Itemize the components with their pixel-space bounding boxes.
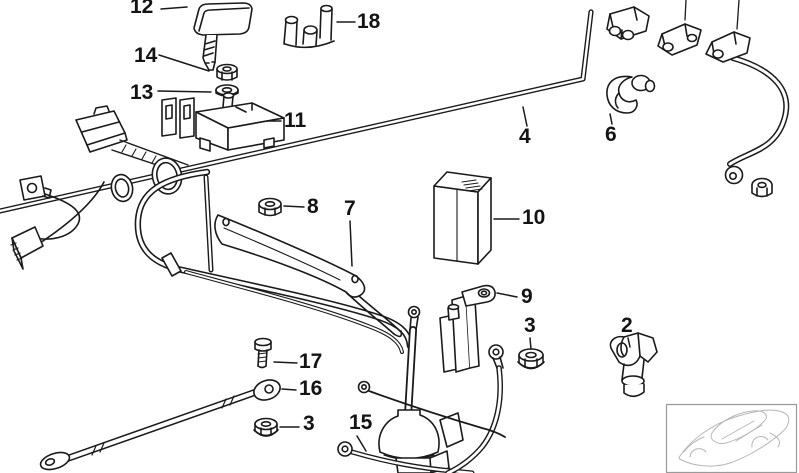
callout-10: 10 [522, 206, 546, 229]
diagnostic-connector [75, 105, 128, 153]
battery-terminal-clamp-c-with-cable [705, 0, 790, 198]
hex-nut-3-left [253, 417, 279, 437]
battery-lead-rod [0, 9, 594, 214]
callout-17: 17 [299, 350, 323, 373]
fuse-holder-block [161, 92, 285, 152]
hex-nut-8 [258, 197, 282, 217]
callout-18: 18 [357, 10, 381, 33]
grommet-small [110, 173, 134, 203]
mounting-bracket [439, 284, 496, 373]
ground-strap [39, 379, 281, 471]
sense-wire [357, 380, 506, 438]
negative-cable-right [445, 344, 504, 473]
multi-pin-plug [10, 226, 44, 270]
callout-7: 7 [344, 197, 356, 220]
fuse-strip-leg [202, 34, 218, 71]
car-inset [665, 403, 798, 473]
callout-8: 8 [307, 195, 319, 218]
battery-terminal-clamp-b [657, 0, 702, 56]
bolt-17 [254, 337, 272, 369]
terminal-adapter [609, 332, 658, 398]
callout-2: 2 [621, 314, 633, 337]
hex-nut-3-right [517, 348, 545, 370]
leader-lines [157, 6, 631, 452]
support-bracket [214, 214, 403, 338]
callout-15: 15 [349, 411, 373, 434]
small-connector [19, 175, 52, 201]
harness-loop [134, 168, 414, 354]
callout-3-left: 3 [303, 412, 315, 435]
car-silhouette [678, 409, 790, 467]
callout-13: 13 [130, 81, 154, 104]
callout-16: 16 [299, 377, 323, 400]
callout-4: 4 [519, 125, 531, 148]
wiring-harness-left [10, 105, 189, 270]
relay-box [433, 171, 492, 265]
fuse-cover [193, 2, 253, 71]
callout-11: 11 [284, 109, 307, 132]
callout-9: 9 [521, 285, 533, 308]
hex-nut-14 [216, 63, 238, 81]
cable-clamp [606, 74, 656, 114]
cable-holder [283, 4, 335, 49]
battery-terminal-clamp-a [606, 6, 650, 41]
callout-12: 12 [130, 0, 154, 18]
callout-14: 14 [134, 44, 158, 67]
terminal-nut [751, 177, 773, 198]
callout-6: 6 [605, 123, 617, 146]
callout-3-right: 3 [524, 314, 536, 337]
cable-clip [161, 252, 182, 277]
